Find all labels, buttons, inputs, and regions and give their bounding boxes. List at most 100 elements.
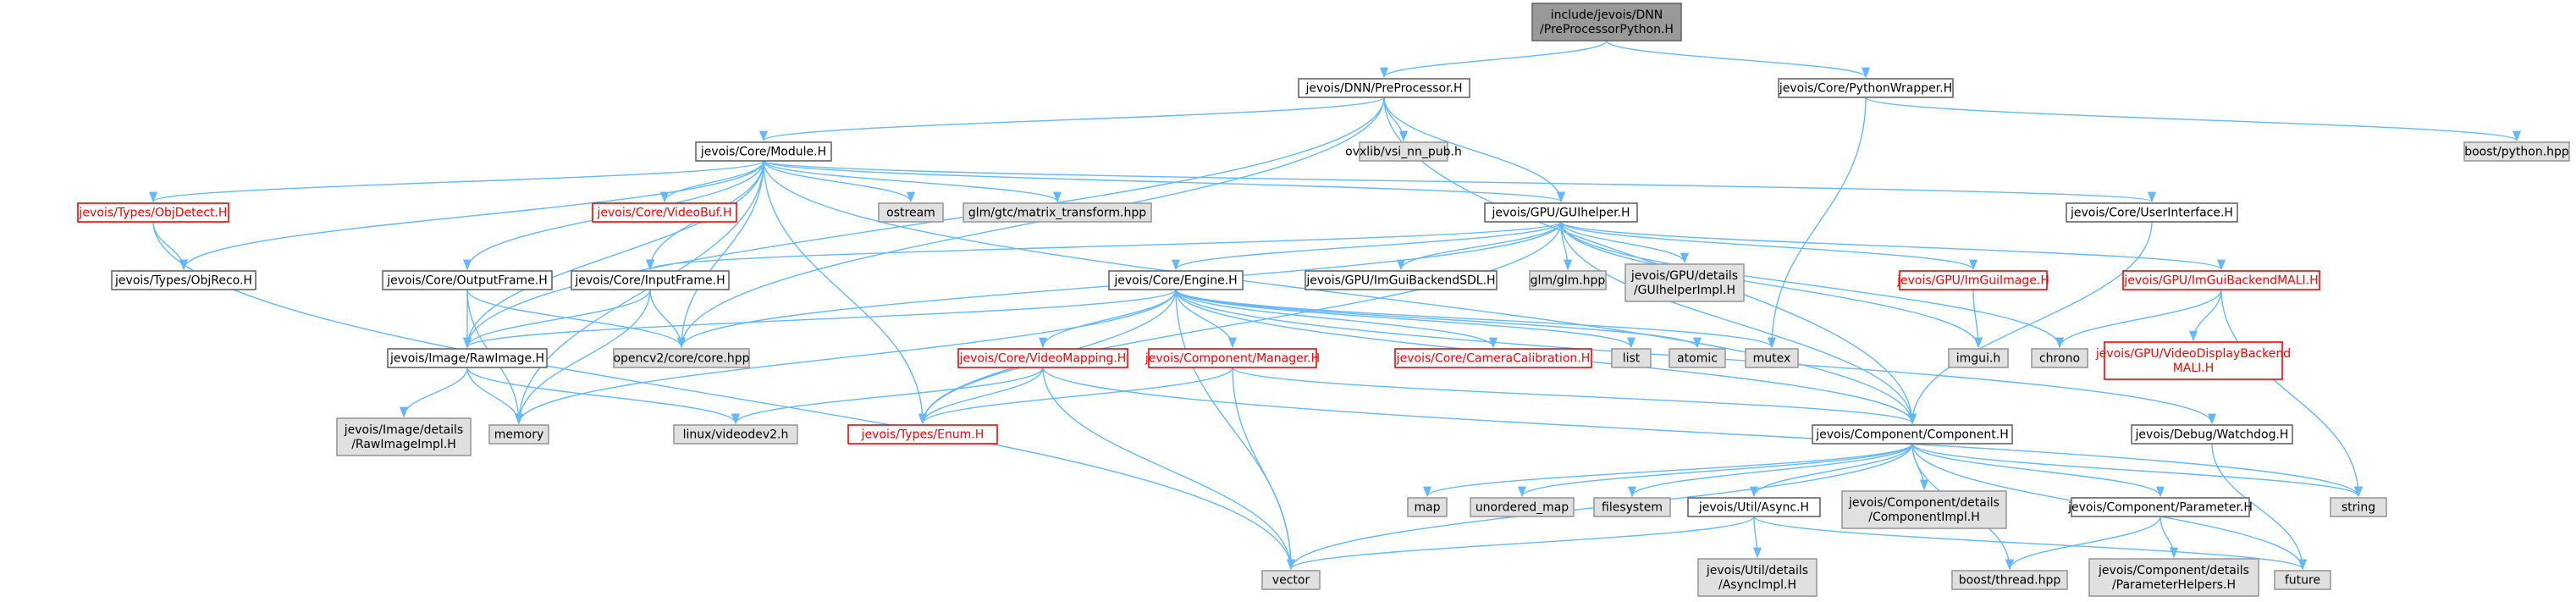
edge-engine-to-atomic	[1175, 289, 1702, 349]
node-enum[interactable]: jevois/Types/Enum.H	[847, 424, 998, 445]
node-pywrap-label-line-0: jevois/Core/PythonWrapper.H	[1779, 82, 1952, 96]
node-engine[interactable]: jevois/Core/Engine.H	[1108, 270, 1244, 290]
node-videodev2-box	[673, 424, 798, 445]
node-atomic: atomic	[1669, 348, 1726, 368]
nodes-layer: include/jevois/DNN/PreProcessorPython.H j…	[77, 3, 2570, 597]
node-objreco[interactable]: jevois/Types/ObjReco.H	[111, 270, 256, 290]
node-videomap[interactable]: jevois/Core/VideoMapping.H	[957, 348, 1128, 368]
node-objdetect-box	[77, 202, 229, 223]
node-asyncimpl-box	[1697, 558, 1818, 597]
node-objdetect[interactable]: jevois/Types/ObjDetect.H	[77, 202, 229, 223]
node-chrono-box	[2031, 348, 2088, 368]
node-rawimage[interactable]: jevois/Image/RawImage.H	[387, 348, 548, 368]
edge-guihelper-to-imguiimage	[1560, 221, 1978, 271]
node-manager-box	[1148, 348, 1317, 368]
node-imguih-box	[1948, 348, 2009, 368]
node-filesystem: filesystem	[1593, 497, 1671, 517]
edge-manager-to-component	[1232, 367, 1917, 425]
edge-pywrap-to-boostpy	[1865, 97, 2521, 142]
node-imguiimage-label-line-0: jevois/GPU/ImGuiImage.H	[1896, 274, 2049, 288]
node-async-label-line-0: jevois/Util/Async.H	[1698, 501, 1809, 515]
node-future: future	[2274, 570, 2331, 590]
edge-guihelper-to-imguimali	[1560, 221, 2226, 271]
node-mutex: mutex	[1745, 348, 1799, 368]
node-glmmat-label-line-0: glm/gtc/matrix_transform.hpp	[968, 207, 1146, 220]
node-root[interactable]: include/jevois/DNN/PreProcessorPython.H	[1531, 3, 1682, 41]
edge-videomap-to-enum	[918, 367, 1044, 425]
edge-guihelper-to-inframe	[646, 221, 1562, 271]
node-rawimpl-box	[336, 417, 472, 456]
node-guihelper[interactable]: jevois/GPU/GUIhelper.H	[1484, 202, 1638, 223]
edge-inframe-to-opencv	[649, 289, 687, 349]
node-chrono-label-line-0: chrono	[2039, 352, 2080, 366]
node-videodev2: linux/videodev2.h	[673, 424, 798, 445]
node-imguiimage-box	[1899, 270, 2048, 290]
node-pywrap[interactable]: jevois/Core/PythonWrapper.H	[1778, 78, 1954, 98]
node-asyncimpl: jevois/Util/details/AsyncImpl.H	[1697, 558, 1818, 597]
node-videodispmali-label-line-1: MALI.H	[2173, 362, 2215, 375]
node-module-label-line-0: jevois/Core/Module.H	[700, 146, 826, 159]
node-compimpl-label-line-0: jevois/Component/details	[1848, 496, 2000, 510]
node-umap-box	[1470, 497, 1575, 517]
node-future-box	[2274, 570, 2331, 590]
edge-component-to-parameter	[1911, 443, 2165, 498]
node-engine-box	[1108, 270, 1244, 290]
node-pywrap-box	[1778, 78, 1954, 98]
node-glmhpp: glm/glm.hpp	[1529, 270, 1607, 290]
node-component[interactable]: jevois/Component/Component.H	[1812, 424, 2013, 445]
node-async[interactable]: jevois/Util/Async.H	[1687, 497, 1821, 517]
node-imguimali[interactable]: jevois/GPU/ImGuiBackendMALI.H	[2122, 270, 2320, 290]
node-component-label-line-0: jevois/Component/Component.H	[1815, 428, 2009, 442]
node-parameter-label-line-0: jevois/Component/Parameter.H	[2067, 501, 2253, 515]
node-inframe[interactable]: jevois/Core/InputFrame.H	[571, 270, 730, 290]
edge-imguimali-to-chrono	[2055, 289, 2222, 349]
node-mutex-box	[1745, 348, 1799, 368]
node-watchdog[interactable]: jevois/Debug/Watchdog.H	[2131, 424, 2293, 445]
edge-manager-to-enum	[918, 367, 1233, 425]
node-map-box	[1407, 497, 1448, 517]
node-watchdog-box	[2131, 424, 2293, 445]
edge-engine-to-camcal	[1175, 289, 1498, 349]
node-rawimpl-label-line-0: jevois/Image/details	[344, 423, 463, 437]
node-preproc-label-line-0: jevois/DNN/PreProcessor.H	[1305, 82, 1462, 96]
node-module[interactable]: jevois/Core/Module.H	[695, 141, 832, 162]
edge-module-to-userif	[763, 160, 2156, 203]
node-opencv-label-line-0: opencv2/core/core.hpp	[613, 352, 749, 366]
node-list-box	[1611, 348, 1652, 368]
node-preproc[interactable]: jevois/DNN/PreProcessor.H	[1298, 78, 1470, 98]
edge-engine-to-manager	[1175, 289, 1238, 349]
node-glmhpp-label-line-0: glm/glm.hpp	[1531, 274, 1606, 288]
node-videobuf[interactable]: jevois/Core/VideoBuf.H	[592, 202, 737, 223]
node-imguisdl[interactable]: jevois/GPU/ImGuiBackendSDL.H	[1305, 270, 1498, 290]
node-parameter-box	[2071, 497, 2250, 517]
edge-component-to-umap	[1518, 443, 1913, 498]
node-future-label-line-0: future	[2285, 574, 2320, 588]
edge-module-to-glmmat	[763, 160, 1062, 203]
edge-imguiimage-to-imguih	[1972, 289, 1983, 349]
node-root-label-line-1: /PreProcessorPython.H	[1540, 23, 1674, 36]
node-camcal-box	[1394, 348, 1592, 368]
node-imguisdl-label-line-0: jevois/GPU/ImGuiBackendSDL.H	[1305, 274, 1495, 288]
node-memory-box	[488, 424, 549, 445]
edge-pywrap-to-mutex	[1767, 97, 1867, 349]
node-ostream: ostream	[878, 202, 944, 223]
edge-guihelper-to-imguih	[1560, 221, 1983, 349]
edges-layer	[149, 40, 2521, 571]
edge-module-to-memory	[514, 160, 764, 425]
node-manager[interactable]: jevois/Component/Manager.H	[1145, 348, 1320, 368]
edge-engine-to-memory	[515, 289, 1177, 425]
node-userif[interactable]: jevois/Core/UserInterface.H	[2066, 202, 2238, 223]
node-imguiimage[interactable]: jevois/GPU/ImGuiImage.H	[1896, 270, 2049, 290]
node-string-label-line-0: string	[2342, 501, 2375, 515]
node-component-box	[1812, 424, 2013, 445]
node-ostream-label-line-0: ostream	[886, 207, 935, 220]
edge-root-to-pywrap	[1606, 40, 1870, 79]
edge-preproc-to-ovx	[1383, 97, 1409, 142]
node-outframe[interactable]: jevois/Core/OutputFrame.H	[382, 270, 553, 290]
node-glmhpp-box	[1529, 270, 1607, 290]
edge-videomap-to-vector	[1042, 367, 1296, 571]
node-camcal[interactable]: jevois/Core/CameraCalibration.H	[1394, 348, 1592, 368]
node-parameter[interactable]: jevois/Component/Parameter.H	[2067, 497, 2253, 517]
node-string-box	[2330, 497, 2387, 517]
